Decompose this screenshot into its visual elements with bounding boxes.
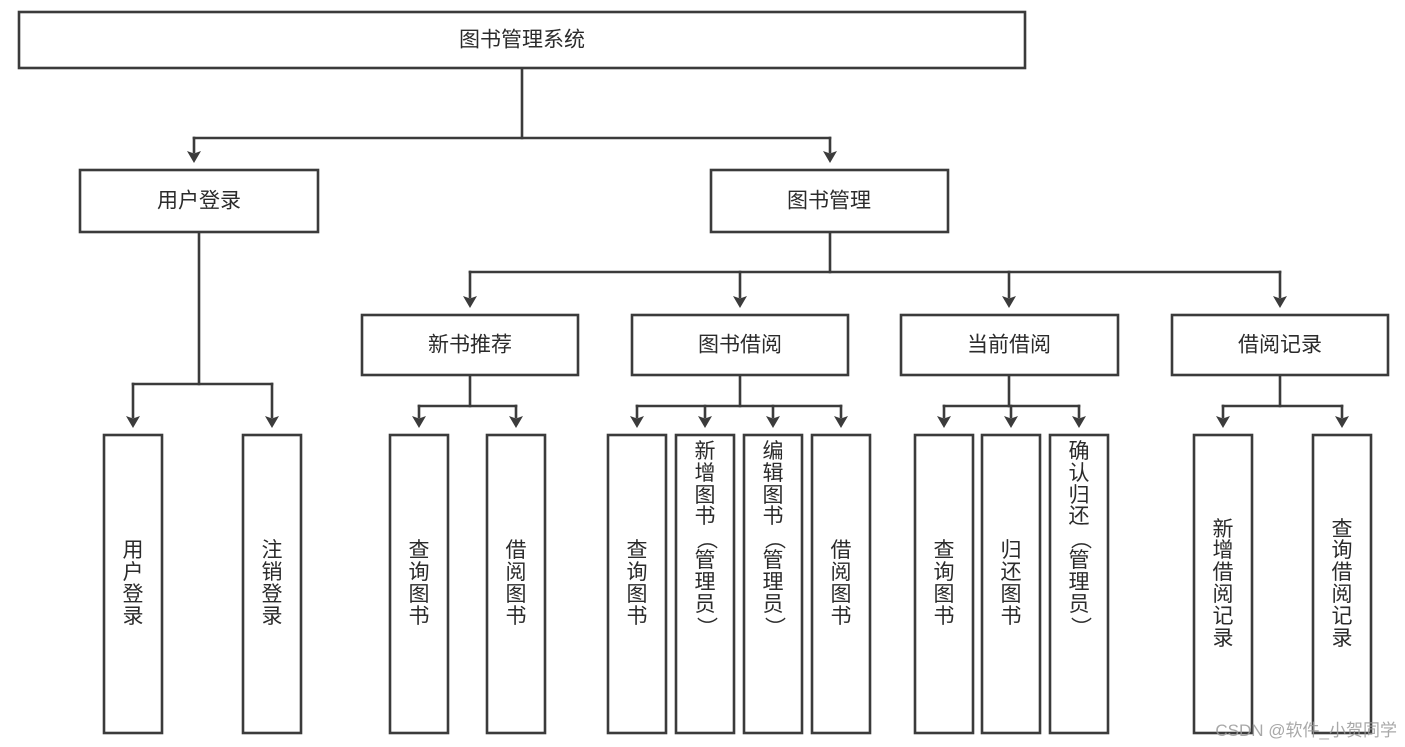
connector-book-mgmt-to-level3 (463, 230, 1287, 308)
node-borrow-record[interactable]: 借阅记录 (1170, 313, 1390, 377)
leaf-box-query-book-borrow[interactable] (606, 433, 668, 735)
node-current-borrow-label: 当前借阅 (967, 334, 1051, 357)
leaf-label-add-borrow-record: 新增借阅记录 (1212, 517, 1234, 650)
leaf-label-add-book-admin: 新增图书（管理员） (694, 440, 717, 638)
csdn-watermark: CSDN @软件_小贺同学 (1215, 721, 1397, 740)
node-user-login-label: 用户登录 (157, 190, 241, 213)
leaf-box-logout-login[interactable] (241, 433, 303, 735)
leaf-box-user-login[interactable] (102, 433, 164, 735)
node-root-system-label: 图书管理系统 (459, 29, 585, 52)
node-new-book-recommend-label: 新书推荐 (428, 334, 512, 357)
node-book-management-label: 图书管理 (787, 190, 871, 213)
leaf-label-borrow-book: 借阅图书 (830, 539, 852, 628)
leaf-box-confirm-return-admin[interactable] (1048, 433, 1110, 735)
leaf-label-return-book: 归还图书 (1000, 539, 1022, 628)
leaf-label-logout-login: 注销登录 (261, 539, 283, 628)
leaf-label-query-borrow-record: 查询借阅记录 (1331, 517, 1353, 650)
leaf-label-query-book-recommend: 查询图书 (408, 539, 430, 628)
node-book-borrow-label: 图书借阅 (698, 334, 782, 357)
leaf-boxes (102, 433, 1373, 735)
node-user-login[interactable]: 用户登录 (78, 168, 320, 234)
connector-book-borrow-to-leaves (630, 373, 848, 428)
leaf-label-edit-book-admin: 编辑图书（管理员） (762, 440, 785, 638)
leaf-box-borrow-book-recommend[interactable] (485, 433, 547, 735)
leaf-box-add-book-admin[interactable] (674, 433, 736, 735)
connector-new-book-recommend-to-leaves (412, 373, 523, 428)
connector-current-borrow-to-leaves (937, 373, 1086, 428)
leaf-box-add-borrow-record[interactable] (1192, 433, 1254, 735)
leaf-label-query-book-current: 查询图书 (933, 539, 955, 628)
leaf-box-query-book-current[interactable] (913, 433, 975, 735)
leaf-label-user-login: 用户登录 (122, 539, 144, 628)
leaf-box-return-book[interactable] (980, 433, 1042, 735)
connector-user-login-to-leaves (126, 230, 279, 428)
leaf-label-confirm-return-admin: 确认归还（管理员） (1068, 440, 1091, 638)
node-borrow-record-label: 借阅记录 (1238, 334, 1322, 357)
connector-root-to-level2 (187, 66, 837, 163)
node-book-management[interactable]: 图书管理 (709, 168, 950, 234)
leaf-label-query-book-borrow: 查询图书 (626, 539, 648, 628)
node-book-borrow[interactable]: 图书借阅 (630, 313, 850, 377)
leaf-box-query-borrow-record[interactable] (1311, 433, 1373, 735)
leaf-box-query-book-recommend[interactable] (388, 433, 450, 735)
leaf-box-edit-book-admin[interactable] (742, 433, 804, 735)
node-new-book-recommend[interactable]: 新书推荐 (360, 313, 580, 377)
node-current-borrow[interactable]: 当前借阅 (899, 313, 1120, 377)
connector-borrow-record-to-leaves (1216, 373, 1349, 428)
leaf-box-borrow-book[interactable] (810, 433, 872, 735)
node-root-system[interactable]: 图书管理系统 (17, 10, 1027, 70)
leaf-label-borrow-book-recommend: 借阅图书 (505, 539, 527, 628)
